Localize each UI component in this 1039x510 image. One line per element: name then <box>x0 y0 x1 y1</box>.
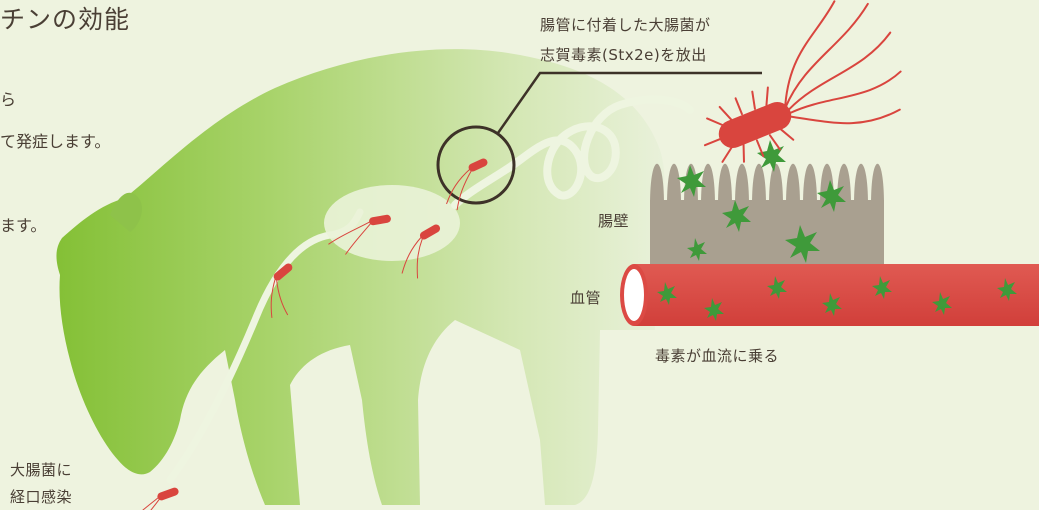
label-oral-infection-1: 大腸菌に <box>10 459 72 480</box>
intro-line-3: ます。 <box>0 212 46 236</box>
pig-silhouette <box>56 49 664 505</box>
label-attached-line2: 志賀毒素(Stx2e)を放出 <box>540 44 707 65</box>
intro-line-1: ら <box>0 86 16 110</box>
bacterium-small-5 <box>124 486 185 510</box>
stomach-highlight <box>324 185 460 261</box>
label-intestinal-wall: 腸壁 <box>598 210 629 231</box>
label-toxin-bloodflow: 毒素が血流に乗る <box>655 345 779 366</box>
label-oral-infection-2: 経口感染 <box>10 486 72 507</box>
blood-vessel <box>620 264 1039 326</box>
label-blood-vessel: 血管 <box>570 287 601 308</box>
intro-line-2: て発症します。 <box>0 128 110 152</box>
page-title: チンの効能 <box>0 0 130 36</box>
label-attached-line1: 腸管に付着した大腸菌が <box>540 14 711 35</box>
